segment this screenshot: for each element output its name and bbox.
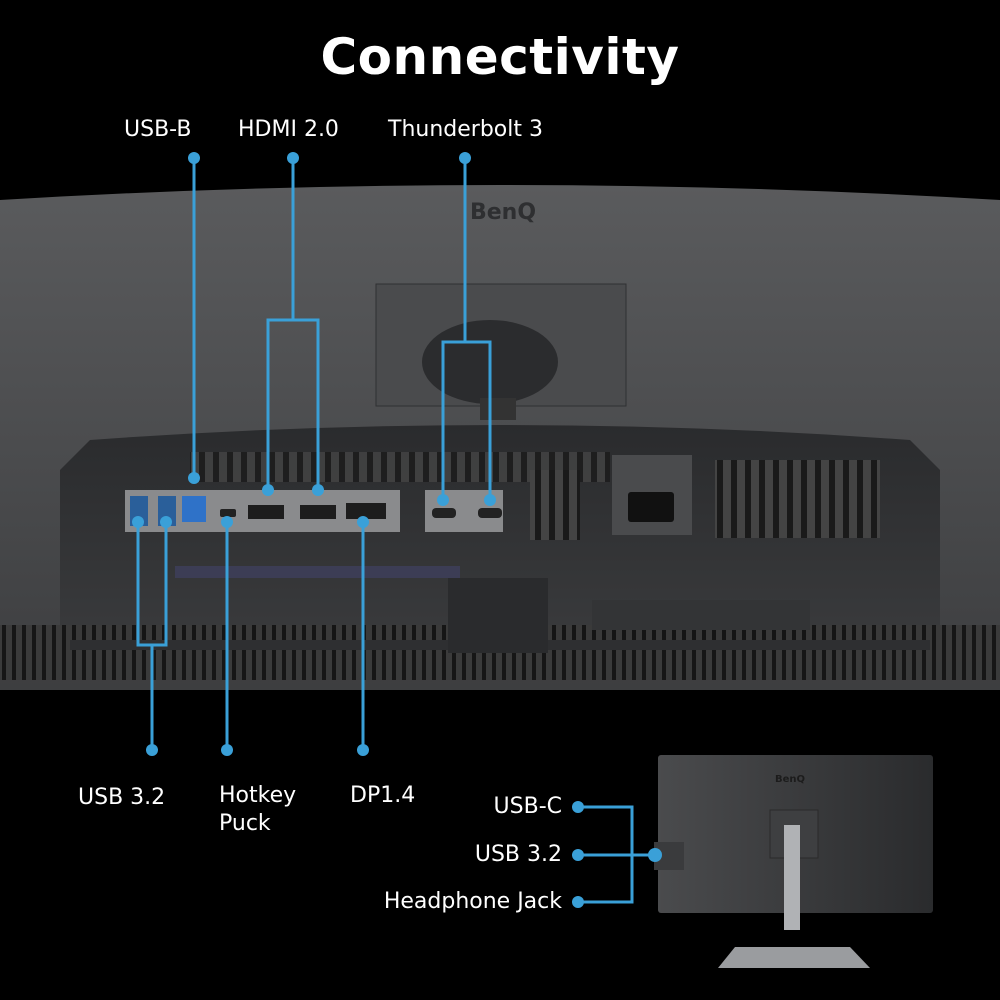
page-title: Connectivity [320,28,680,86]
label-side-usb32: USB 3.2 [474,842,562,867]
label-usb32: USB 3.2 [78,785,166,810]
label-hdmi: HDMI 2.0 [238,117,339,142]
label-usb-b: USB-B [124,117,192,142]
label-side-usb-c: USB-C [493,794,562,819]
label-dp: DP1.4 [350,783,416,808]
small-monitor: BenQ [654,755,933,968]
monitor-back: BenQ [0,185,1000,690]
svg-text:BenQ: BenQ [775,774,805,785]
label-thunderbolt: Thunderbolt 3 [388,117,543,142]
brand-logo: BenQ [470,200,536,225]
callout-lines [136,158,655,904]
label-hotkey-puck: Hotkey Puck [219,783,297,836]
callout-dots [132,152,662,908]
label-headphone-jack: Headphone Jack [383,889,562,914]
